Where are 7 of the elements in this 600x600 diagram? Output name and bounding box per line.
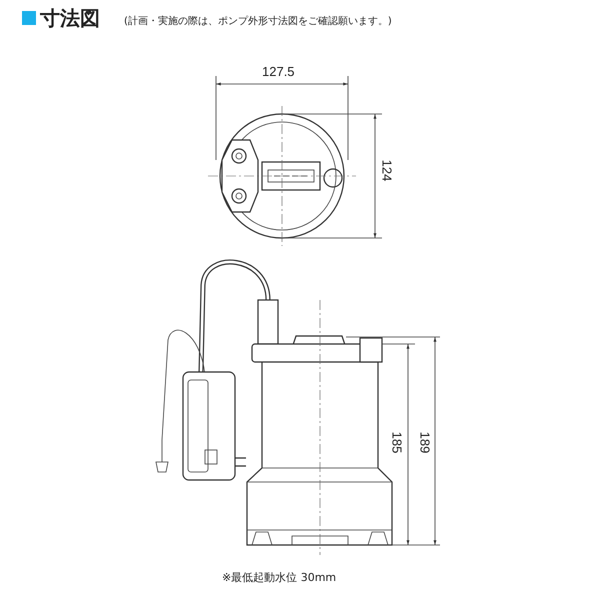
title: 寸法図 (40, 5, 100, 32)
note: (計画・実施の際は、ポンプ外形寸法図をご確認願います。) (124, 14, 392, 28)
dimension-label: 189 (417, 432, 432, 454)
dimension-label: 124 (379, 160, 394, 182)
dimension-label: 185 (389, 432, 404, 454)
dimension-label: 127.5 (262, 64, 295, 79)
caption: ※最低起動水位 30mm (222, 570, 336, 585)
